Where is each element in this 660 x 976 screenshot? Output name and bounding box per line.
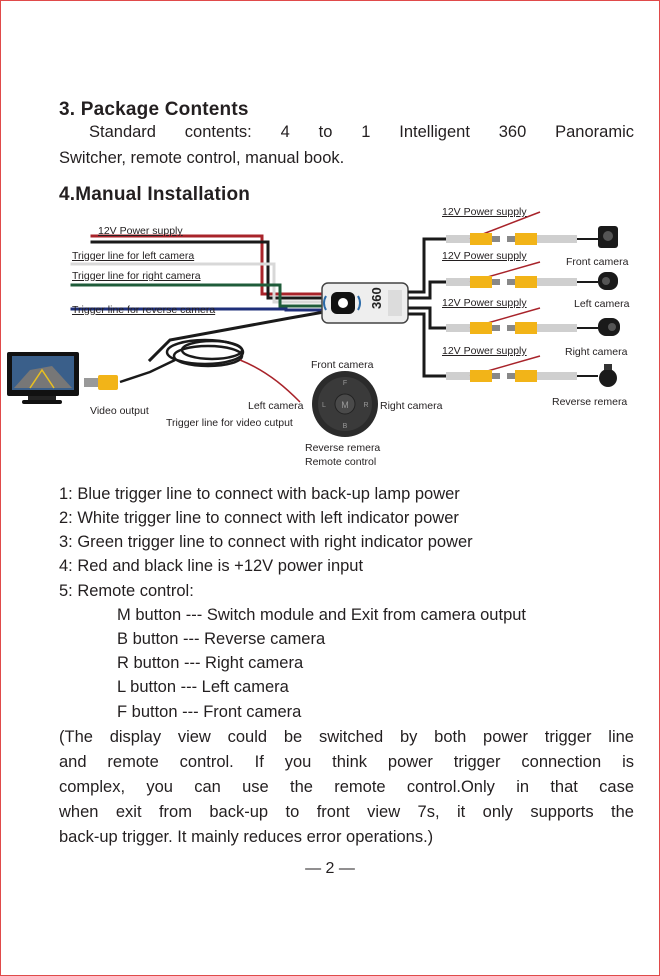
remote-button-b: B button --- Reverse camera [117, 630, 326, 648]
camera-chain-right [446, 307, 620, 336]
label-right-power-2: 12V Power supply [442, 250, 527, 262]
module-label: 360 [369, 287, 384, 309]
monitor-icon [7, 352, 79, 404]
remote-btn-l: L [322, 402, 326, 409]
label-remote-reverse: Reverse remera [305, 442, 381, 454]
remote-button-l: L button --- Left camera [117, 678, 289, 696]
list-item-4: 4: Red and black line is +12V power inpu… [59, 557, 364, 575]
label-left-power: 12V Power supply [98, 225, 183, 237]
section-3-line-2: Switcher, remote control, manual book. [59, 149, 345, 167]
label-right-camera: Right camera [565, 346, 628, 358]
remote-button-m: M button --- Switch module and Exit from… [117, 606, 527, 624]
remote-btn-m: M [341, 400, 349, 410]
section-3-line-1: Standard contents: 4 to 1 Intelligent 36… [89, 123, 634, 141]
label-right-power-4: 12V Power supply [442, 345, 527, 357]
camera-chain-left [446, 261, 618, 290]
label-right-power-3: 12V Power supply [442, 297, 527, 309]
label-video-output: Video output [90, 405, 149, 417]
label-remote-left: Left camera [248, 400, 304, 412]
right-wires [408, 237, 446, 378]
label-remote-right: Right camera [380, 400, 443, 412]
remote-control-icon: M F B L R [312, 371, 378, 437]
note-line-5: back-up trigger. It mainly reduces error… [59, 828, 434, 846]
installation-diagram: 360 [7, 211, 620, 437]
remote-btn-f: F [343, 380, 347, 387]
list-item-5: 5: Remote control: [59, 582, 194, 600]
label-front-camera: Front camera [566, 256, 629, 268]
label-reverse-camera: Reverse remera [552, 396, 628, 408]
left-wires [70, 234, 326, 363]
label-right-power-1: 12V Power supply [442, 206, 527, 218]
remote-button-r: R button --- Right camera [117, 654, 304, 672]
video-cable-coil [119, 338, 301, 403]
label-trigger-right: Trigger line for right camera [72, 270, 201, 282]
label-remote-control: Remote control [305, 456, 377, 468]
label-remote-front: Front camera [311, 359, 374, 371]
label-trigger-left: Trigger line for left camera [72, 250, 195, 262]
camera-chain-reverse [446, 355, 617, 387]
note-line-3: complex, you can use the remote control.… [59, 778, 634, 796]
list-item-1: 1: Blue trigger line to connect with bac… [59, 485, 460, 503]
note-line-1: (The display view could be switched by b… [59, 728, 634, 746]
remote-btn-r: R [363, 402, 368, 409]
camera-chain-front [446, 211, 618, 248]
video-rca-plug [84, 375, 118, 390]
label-left-camera: Left camera [574, 298, 630, 310]
list-item-2: 2: White trigger line to connect with le… [59, 509, 459, 527]
section-3-heading: 3. Package Contents [59, 99, 249, 120]
note-line-4: when exit from back-up to front view 7s,… [59, 803, 634, 821]
list-item-3: 3: Green trigger line to connect with ri… [59, 533, 473, 551]
remote-button-f: F button --- Front camera [117, 703, 302, 721]
note-line-2: and remote control. If you think power t… [59, 753, 634, 771]
section-4-heading: 4.Manual Installation [59, 184, 251, 205]
label-trigger-reverse: Trigger line for reverse camera [72, 304, 216, 316]
page-number: — 2 — [305, 860, 355, 877]
switcher-module: 360 [321, 282, 409, 324]
label-trigger-video: Trigger line for video cutput [166, 417, 293, 429]
remote-btn-b: B [343, 423, 348, 430]
